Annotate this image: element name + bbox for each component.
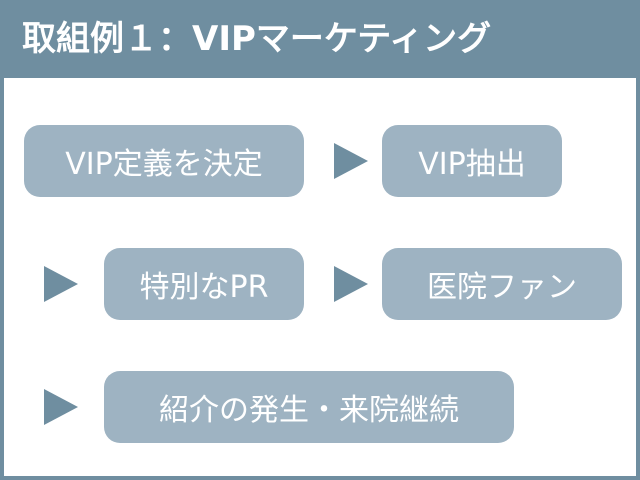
step-vip-extraction: VIP抽出 <box>382 125 562 197</box>
triangle-right-icon <box>334 266 368 302</box>
triangle-right-icon <box>44 266 78 302</box>
step-clinic-fans: 医院ファン <box>382 248 622 320</box>
triangle-right-icon <box>334 143 368 179</box>
triangle-right-icon <box>44 389 78 425</box>
step-special-pr: 特別なPR <box>104 248 304 320</box>
diagram-title: 取組例１：VIPマーケティング <box>0 0 640 78</box>
step-referrals-and-retention: 紹介の発生・来院継続 <box>104 371 514 443</box>
step-vip-definition: VIP定義を決定 <box>24 125 304 197</box>
flow-panel: VIP定義を決定 VIP抽出 特別なPR 医院ファン 紹介の発生・来院継続 <box>4 78 636 476</box>
